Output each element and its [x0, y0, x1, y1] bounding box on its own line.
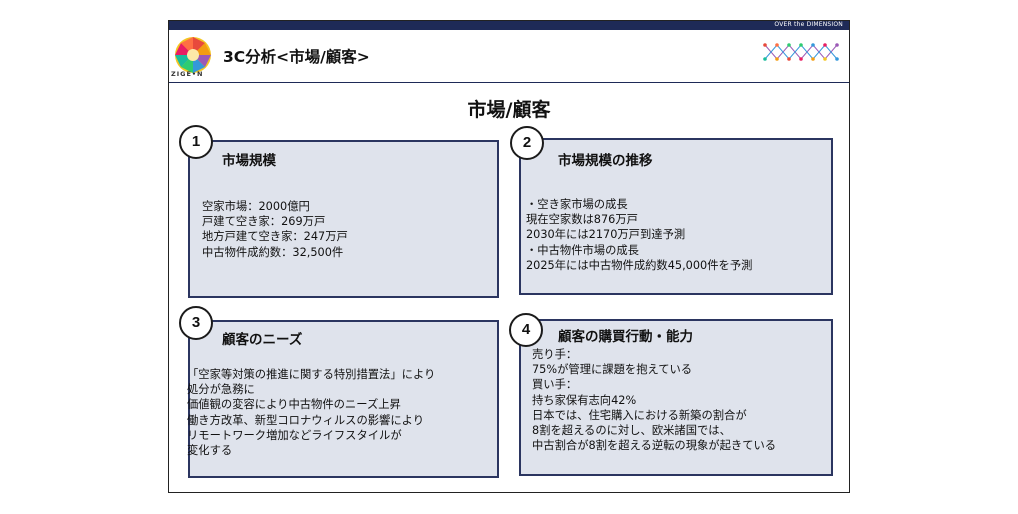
card-body-purchase-behavior: 売り手： 75%が管理に課題を抱えている 買い手： 持ち家保有志向42% 日本で… — [532, 347, 776, 453]
card-line: ・空き家市場の成長 — [526, 198, 628, 211]
card-line: 持ち家保有志向42% — [532, 393, 637, 407]
card-line: 地方戸建て空き家：247万戸 — [202, 230, 348, 244]
card-title-market-trend: 市場規模の推移 — [558, 153, 653, 169]
card-line: 空家市場：2000億円 — [202, 200, 310, 213]
card-line: 売り手： — [532, 348, 578, 361]
card-body-market-size: 空家市場：2000億円 戸建て空き家：269万戸 地方戸建て空き家：247万戸 … — [202, 199, 348, 260]
card-line: 変化する — [187, 444, 233, 458]
card-line: 戸建て空き家：269万戸 — [202, 215, 326, 229]
card-line: 買い手： — [532, 378, 578, 392]
logo-text: ZIGE•N — [171, 70, 204, 78]
card-purchase-behavior — [519, 319, 833, 476]
top-bar: OVER the DIMENSION — [169, 21, 849, 30]
card-market-size — [188, 140, 499, 298]
card-number-3: 3 — [179, 306, 213, 340]
header-divider — [169, 82, 849, 83]
card-body-market-trend: ・空き家市場の成長 現在空家数は876万戸 2030年には2170万戸到達予測 … — [526, 197, 752, 273]
header-title: 3C分析<市場/顧客> — [223, 48, 370, 66]
card-line: 日本では、住宅購入における新築の割合が — [532, 408, 747, 422]
tagline: OVER the DIMENSION — [774, 21, 843, 28]
main-title: 市場/顧客 — [467, 99, 551, 121]
zigen-logo-icon — [175, 37, 211, 73]
card-line: 働き方改革、新型コロナウィルスの影響により — [187, 413, 425, 427]
card-line: 処分が急務に — [187, 383, 255, 397]
card-line: ・中古物件市場の成長 — [526, 243, 639, 257]
card-line: 中古割合が8割を超える逆転の現象が起きている — [532, 439, 777, 453]
card-customer-needs — [188, 320, 499, 478]
card-market-trend — [519, 138, 833, 295]
card-line: リモートワーク増加などライフスタイルが — [187, 428, 402, 442]
card-number-4: 4 — [509, 313, 543, 347]
card-line: 「空家等対策の推進に関する特別措置法」により — [187, 368, 436, 381]
card-line: 2030年には2170万戸到達予測 — [526, 228, 686, 242]
slide: OVER the DIMENSION ZIGE•N 3C分析<市場/顧客> — [168, 20, 850, 493]
card-body-customer-needs: 「空家等対策の推進に関する特別措置法」により 処分が急務に 価値観の変容により中… — [187, 367, 435, 458]
card-title-purchase-behavior: 顧客の購買行動・能力 — [558, 329, 693, 345]
card-number-1: 1 — [179, 125, 213, 159]
card-line: 2025年には中古物件成約数45,000件を予測 — [526, 258, 753, 272]
card-number-2: 2 — [510, 126, 544, 160]
card-line: 75%が管理に課題を抱えている — [532, 363, 693, 377]
dimension-pattern-icon — [763, 43, 839, 61]
card-line: 価値観の変容により中古物件のニーズ上昇 — [187, 398, 401, 412]
card-line: 中古物件成約数：32,500件 — [202, 245, 344, 259]
card-line: 現在空家数は876万戸 — [526, 213, 638, 227]
card-line: 8割を超えるのに対し、欧米諸国では、 — [532, 424, 731, 438]
card-title-customer-needs: 顧客のニーズ — [222, 332, 303, 348]
card-title-market-size: 市場規模 — [222, 153, 276, 169]
